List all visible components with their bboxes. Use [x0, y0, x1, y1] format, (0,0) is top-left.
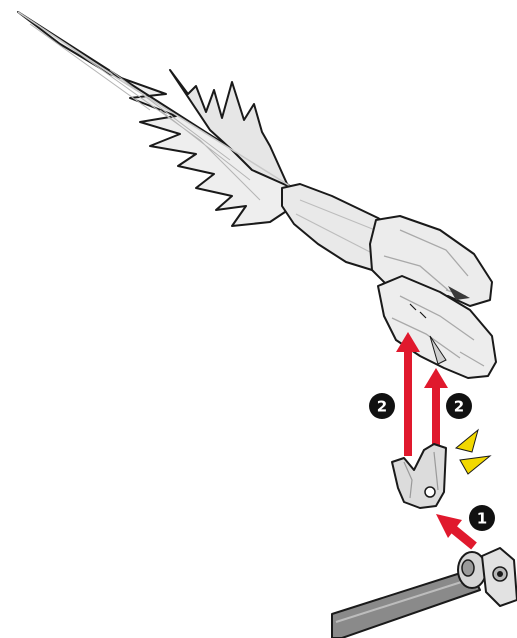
- arrow-step-2-left: [396, 332, 420, 456]
- joint-rod: [332, 548, 517, 638]
- step-number: 1: [477, 510, 487, 528]
- clip-connector: [392, 444, 446, 508]
- step-number: 2: [377, 398, 387, 416]
- click-indicator: [456, 430, 490, 474]
- arrow-step-1: [436, 514, 474, 546]
- step-badge-1: 1: [469, 505, 495, 531]
- step-badge-2-right: 2: [446, 393, 472, 419]
- arrow-step-2-right: [424, 368, 448, 452]
- step-number: 2: [454, 398, 464, 416]
- feather-blade-part: [18, 12, 294, 226]
- step-badge-2-left: 2: [369, 393, 395, 419]
